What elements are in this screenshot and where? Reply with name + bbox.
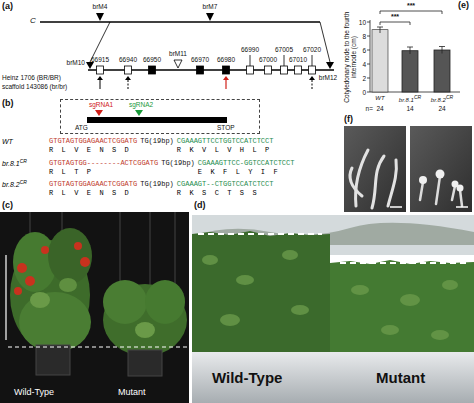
codon-label: STOP [217,124,235,131]
significance-stars: *** [407,2,415,10]
amino-acids: R K S C T S S [177,189,274,197]
photo-label: Mutant [376,370,425,387]
photo-label: Wild-Type [212,370,282,387]
gene-map [40,13,334,89]
gene-id: 67000 [259,56,277,63]
panel-label: (b) [2,99,14,109]
gene-id: 66990 [241,46,259,53]
sample-name-cell: br.8.1CR [2,158,46,167]
marker-label: brM12 [319,74,337,81]
dna-sequence: TG(19bp) [140,180,174,188]
axis-category: br.8.1CR [399,95,421,104]
genotype-name: br.8.2 [431,97,446,103]
panel-label: (a) [2,2,13,12]
sample-size: 24 [376,105,383,112]
greenhouse-photo [0,212,189,403]
dna-sequence: CGAAAGT--CTGGTCCATCTCCT [177,180,274,188]
tick-label: 10 [359,19,366,26]
tick-label: 0 [362,89,366,96]
sample-name-cell: br.8.2CR [2,179,46,188]
cr-superscript: CR [20,179,27,185]
cr-superscript: CR [20,158,27,164]
codon-label: ATG [75,124,88,131]
tick-label: 2 [362,75,366,82]
sgrna-label: sgRNA1 [89,101,113,108]
sem-images [344,126,472,212]
sequence-alignment: WT GTGTAGTGGAGAACTCGGATGTG(19bp)CGAAAGTTC… [2,137,273,154]
dna-sequence: TG(19bp) [161,159,195,167]
marker-label: brM11 [169,50,187,57]
dna-sequence: GTGTAGTGG--------ACTCGGATG [49,159,158,167]
sample-size: 24 [438,105,445,112]
sample-name-cell: WT [2,138,46,145]
axis-category: br.8.2CR [431,95,453,104]
dna-sequence: CGAAAGTTCC-GGTCCATCTCCT [198,159,295,167]
amino-acids: R L V E N S D [49,189,137,197]
genotype-name: br.8.1 [399,97,414,103]
sample-name: br.8.1 [2,160,20,167]
gene-id: 66950 [143,56,161,63]
sequence-alignment: br.8.2CRGTGTAGTGGAGAACTCGGATGTG(19bp)CGA… [2,179,273,197]
gene-id: 66940 [119,56,137,63]
panel-label: (c) [2,201,13,211]
cr-superscript: CR [446,94,453,100]
sample-name: WT [2,138,13,145]
dna-sequence: CGAAAGTTCCTGGTCCATCTCCT [177,137,274,145]
gene-id: 67010 [289,56,307,63]
dna-sequence: TG(19bp) [140,137,174,145]
sample-name: br.8.2 [2,181,20,188]
panel-label: (f) [344,115,353,125]
gene-id: 66980 [217,56,235,63]
panel-label: (d) [194,201,206,211]
genotype-label: Heinz 1706 (BR/BR) [2,74,61,81]
bar-chart [367,11,460,92]
amino-acids: R L T P [49,168,158,176]
sequence-alignment: br.8.1CRGTGTAGTGG--------ACTCGGATGTG(19b… [2,158,294,176]
genotype-label: scaffold 143086 (br/br) [2,83,67,90]
axis-category: WT [375,95,384,102]
tick-label: 8 [362,33,366,40]
tick-label: 6 [362,47,366,54]
gene-id: 66970 [191,56,209,63]
dna-sequence: GTGTAGTGGAGAACTCGGATG [49,180,137,188]
marker-label: brM10 [67,59,85,66]
chromosome-label: C [30,17,36,26]
cr-superscript: CR [414,94,421,100]
panel-label: (e) [458,1,469,11]
tick-label: 4 [362,61,366,68]
gene-id: 67005 [275,46,293,53]
gene-id: 67020 [303,46,321,53]
amino-acids: E K F L Y I F [198,168,295,176]
photo-label: Mutant [118,388,146,398]
axis-title: Cotyledonary node to the fourth internod… [343,9,357,105]
significance-stars: *** [391,13,399,21]
amino-acids: R L V E N S D [49,146,137,154]
photo-label: Wild-Type [14,388,54,398]
field-photo [192,215,474,403]
marker-label: brM7 [203,3,218,10]
marker-label: brM4 [93,3,108,10]
sample-size: 14 [406,105,413,112]
gene-model-box: sgRNA1 sgRNA2ATG STOP [60,99,260,134]
gene-id: 66915 [91,56,109,63]
dna-sequence: GTGTAGTGGAGAACTCGGATG [49,137,137,145]
sample-size: n= [366,105,373,112]
sgrna-label: sgRNA2 [129,101,153,108]
amino-acids: R K V L V H L P [177,146,274,154]
